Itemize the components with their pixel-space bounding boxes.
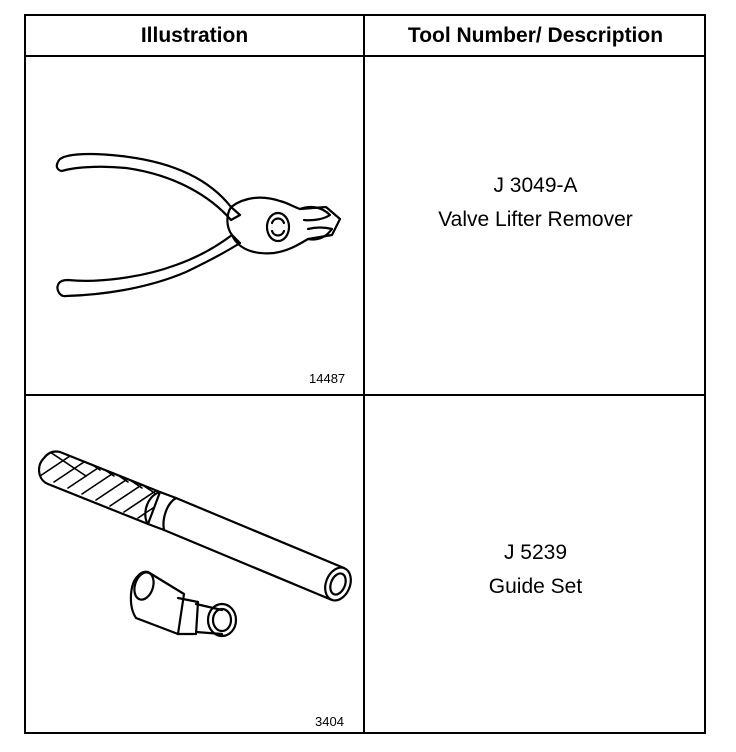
row-divider xyxy=(26,394,704,396)
header-divider xyxy=(26,55,704,57)
tool-description: Guide Set xyxy=(488,575,583,598)
table-row-illustration-cell: 3404 xyxy=(26,396,363,732)
header-illustration: Illustration xyxy=(140,24,249,47)
pliers-icon xyxy=(55,152,342,298)
header-tool-description: Tool Number/ Description xyxy=(407,24,664,47)
guide-set-icon xyxy=(38,450,352,638)
tool-description: Valve Lifter Remover xyxy=(438,208,633,231)
column-divider xyxy=(363,16,365,732)
table-row-description-cell: J 3049-A Valve Lifter Remover xyxy=(365,169,706,237)
table-row-description-cell: J 5239 Guide Set xyxy=(365,536,706,604)
tool-table: Illustration Tool Number/ Description xyxy=(24,14,706,734)
figure-number: 3404 xyxy=(315,714,344,729)
figure-number: 14487 xyxy=(309,371,346,386)
tool-number: J 5239 xyxy=(503,541,568,564)
tool-number: J 3049-A xyxy=(493,174,578,197)
table-row-illustration-cell: 14487 xyxy=(26,57,363,394)
